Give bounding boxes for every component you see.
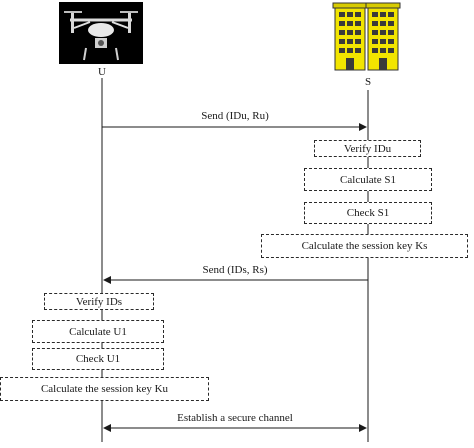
user-step-verify-ids: Verify IDs xyxy=(44,293,154,310)
building-icon xyxy=(332,2,401,71)
drone-icon xyxy=(59,2,143,64)
entity-label-s: S xyxy=(364,76,372,88)
message-send-idu: Send (IDu, Ru) xyxy=(201,110,269,122)
server-step-session-key-ks: Calculate the session key Ks xyxy=(261,234,468,258)
user-step-session-key-ku: Calculate the session key Ku xyxy=(0,377,209,401)
server-step-verify-idu: Verify IDu xyxy=(314,140,421,157)
message-send-ids: Send (IDs, Rs) xyxy=(202,264,268,276)
server-step-check-s1: Check S1 xyxy=(304,202,432,224)
message-secure-channel: Establish a secure channel xyxy=(177,412,293,424)
user-step-calculate-u1: Calculate U1 xyxy=(32,320,164,343)
entity-label-u: U xyxy=(98,66,106,78)
user-step-check-u1: Check U1 xyxy=(32,348,164,370)
server-step-calculate-s1: Calculate S1 xyxy=(304,168,432,191)
